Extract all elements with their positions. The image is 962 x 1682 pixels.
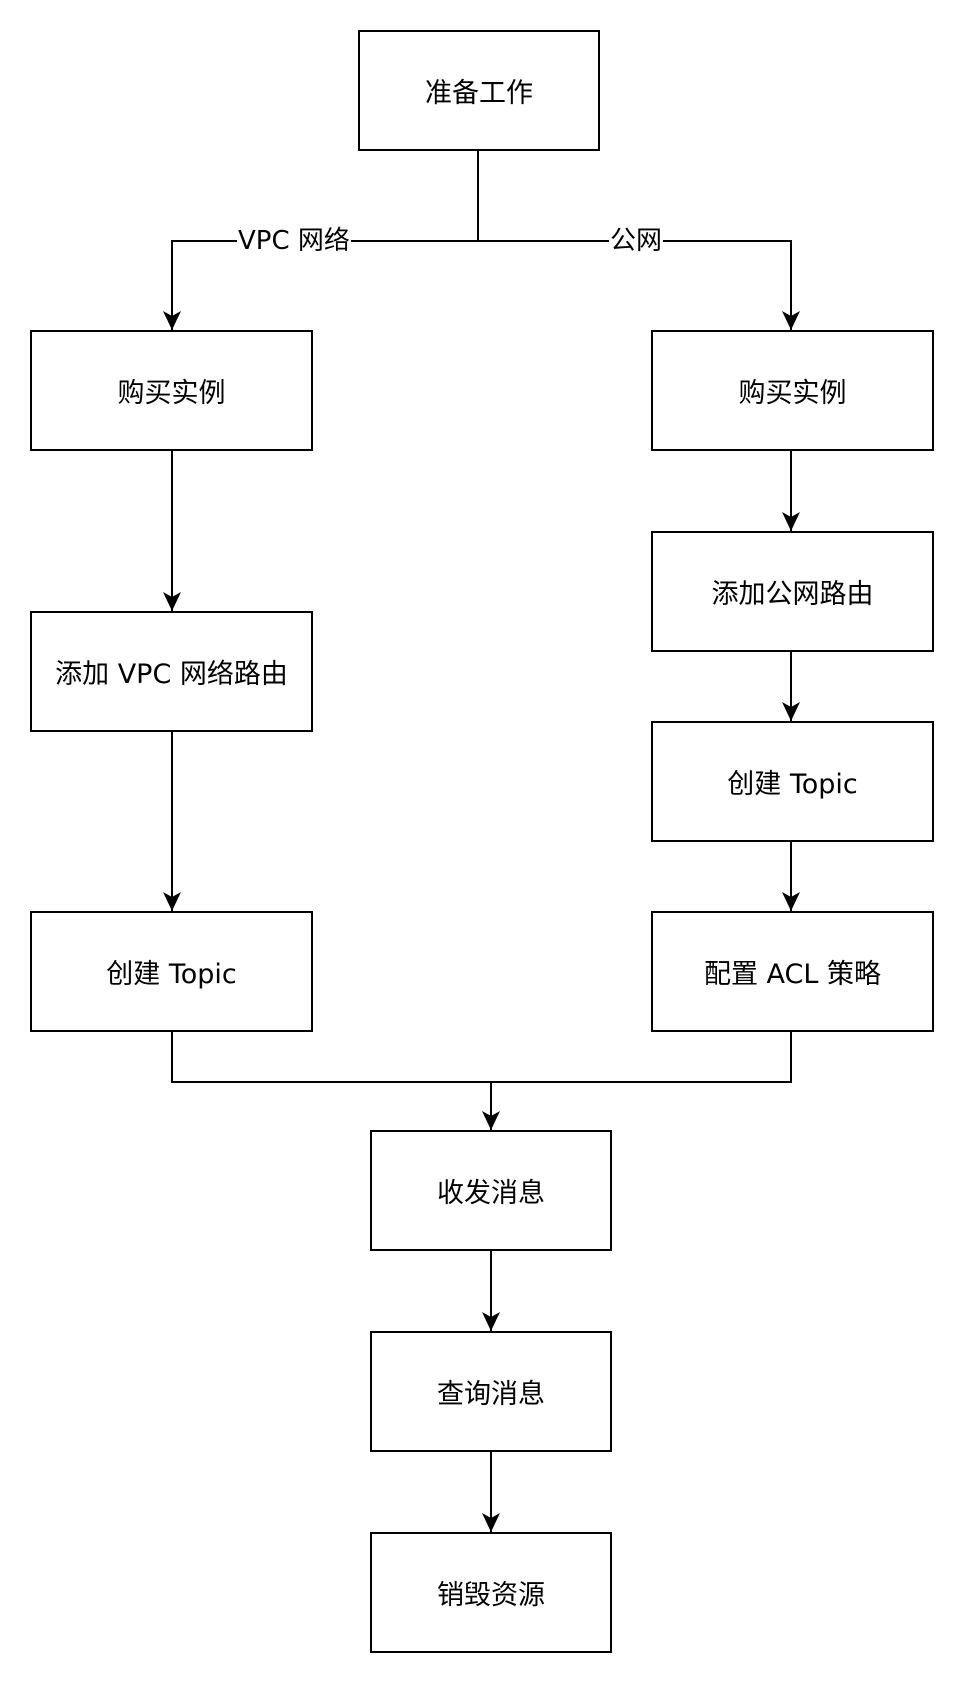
node-public-create-topic[interactable]: 创建 Topic: [651, 721, 934, 842]
node-destroy[interactable]: 销毁资源: [370, 1532, 612, 1653]
node-send-receive[interactable]: 收发消息: [370, 1130, 612, 1251]
node-public-config-acl[interactable]: 配置 ACL 策略: [651, 911, 934, 1032]
connector-split-to-vpc-buy: [163, 240, 478, 330]
node-public-buy-instance[interactable]: 购买实例: [651, 330, 934, 451]
connector-vpc-topic-to-merge: [171, 1031, 491, 1083]
connector-public-acl-to-merge: [491, 1031, 792, 1083]
node-vpc-buy-instance[interactable]: 购买实例: [30, 330, 313, 451]
connector-split-to-public-buy: [478, 240, 800, 330]
node-vpc-add-route[interactable]: 添加 VPC 网络路由: [30, 611, 313, 732]
edge-label-vpc: VPC 网络: [237, 226, 351, 256]
node-public-add-route[interactable]: 添加公网路由: [651, 531, 934, 652]
node-prepare[interactable]: 准备工作: [358, 30, 600, 151]
node-query[interactable]: 查询消息: [370, 1331, 612, 1452]
edge-label-public: 公网: [609, 226, 664, 256]
node-vpc-create-topic[interactable]: 创建 Topic: [30, 911, 313, 1032]
